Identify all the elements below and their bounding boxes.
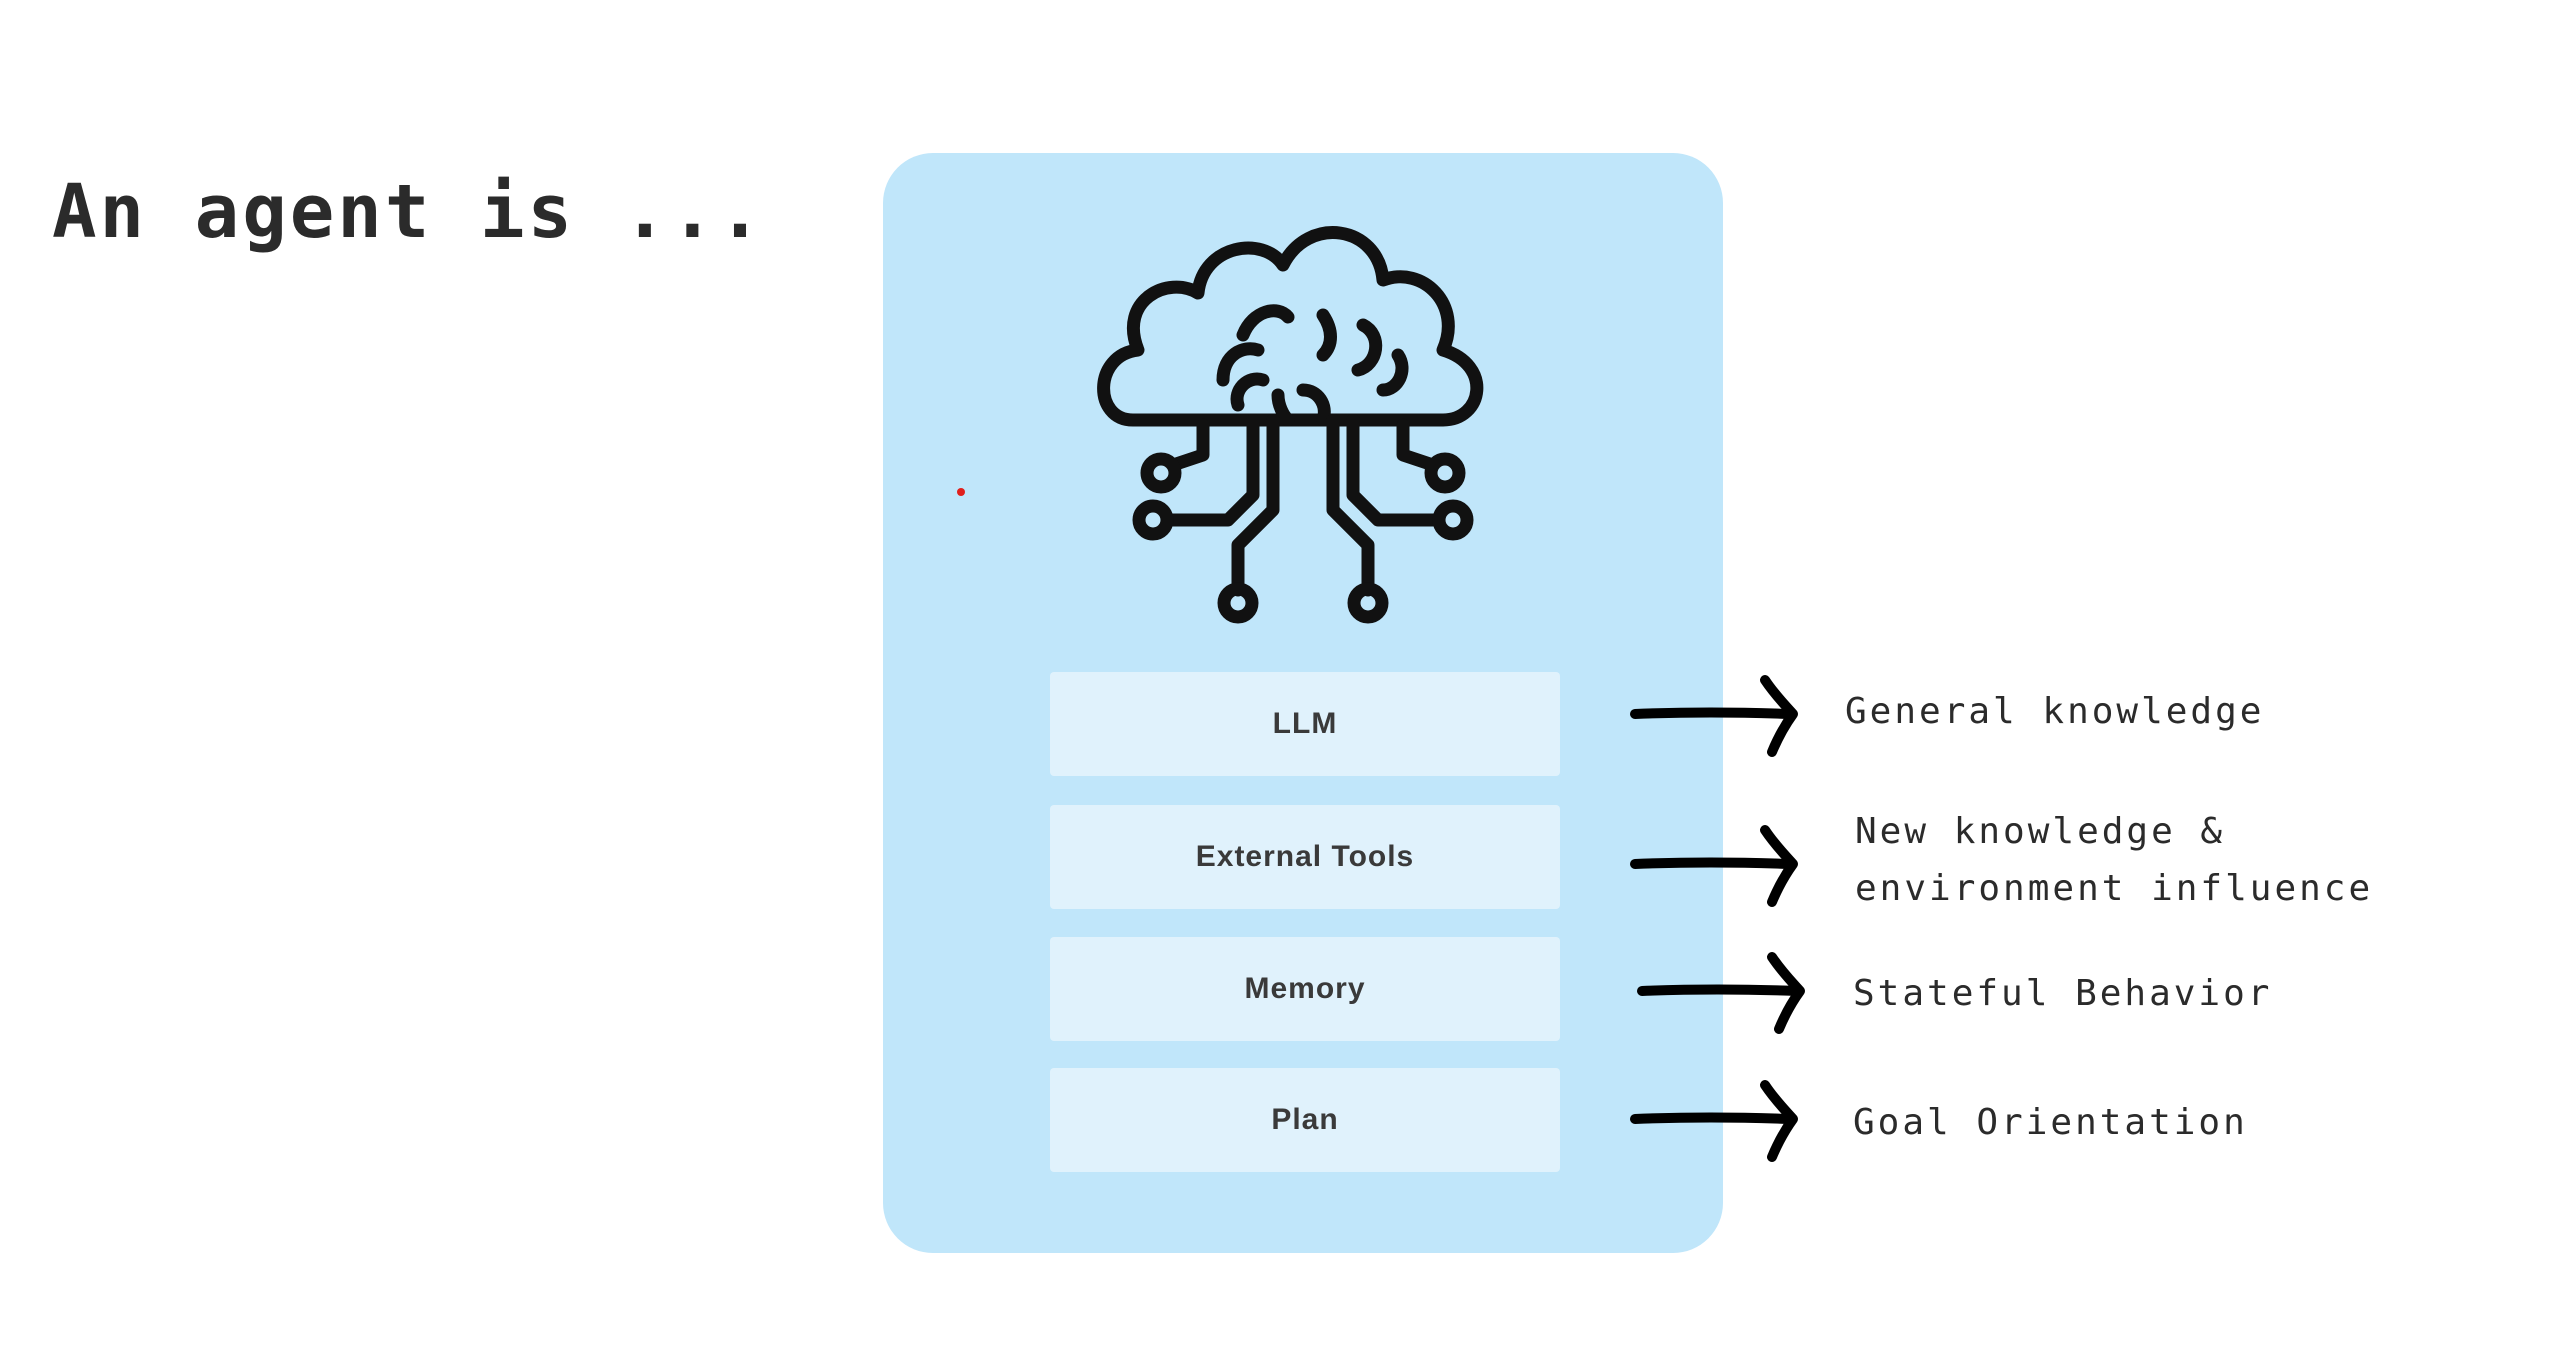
description-memory: Stateful Behavior [1853,973,2273,1014]
component-box-external-tools: External Tools [1050,805,1560,909]
description-plan: Goal Orientation [1853,1102,2248,1143]
slide-title: An agent is ... [52,169,766,255]
arrow-right-icon [1630,1080,1798,1162]
description-line: New knowledge & [1855,811,2226,852]
component-box-llm: LLM [1050,672,1560,776]
component-box-plan: Plan [1050,1068,1560,1172]
arrow-right-icon [1637,952,1805,1034]
component-box-memory: Memory [1050,937,1560,1041]
description-external-tools: New knowledge & environment influence [1855,803,2373,917]
red-dot-marker [957,488,965,496]
description-llm: General knowledge [1845,691,2265,732]
arrow-right-icon [1630,675,1798,757]
description-line: environment influence [1855,868,2374,909]
arrow-right-icon [1630,825,1798,907]
brain-circuit-icon [1097,226,1484,624]
